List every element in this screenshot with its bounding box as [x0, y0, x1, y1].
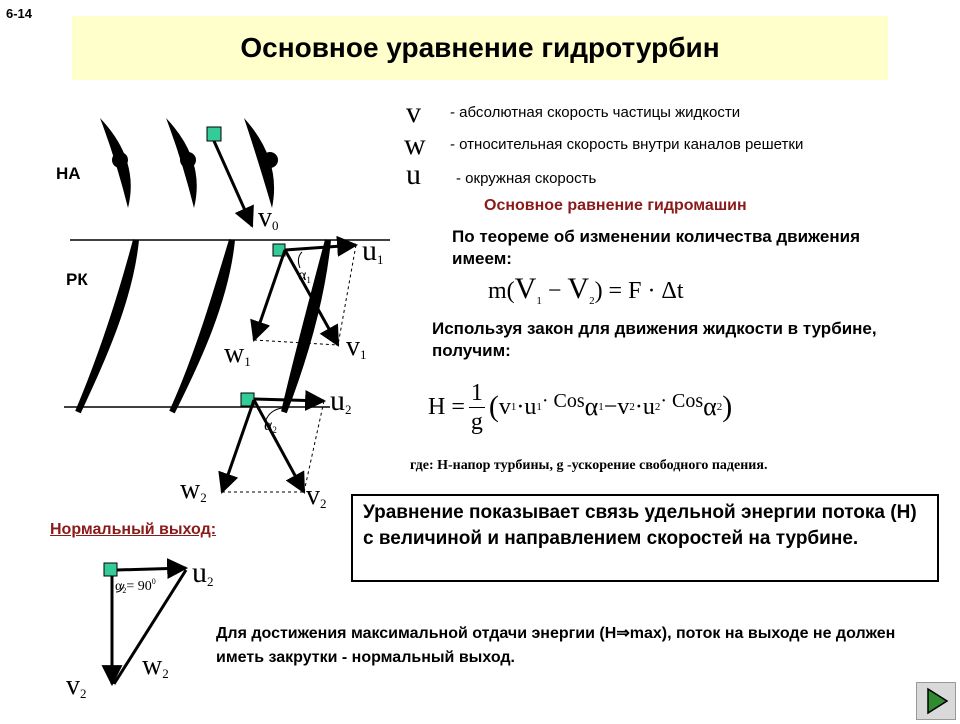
normal-u2-label: u2 — [192, 556, 214, 589]
normal-exit-square — [103, 562, 118, 577]
runner-blades — [75, 239, 331, 414]
u1-arrow — [284, 235, 359, 257]
v1-label: v1 — [346, 331, 367, 362]
label-na: НА — [56, 164, 81, 183]
runner-blade-1 — [75, 239, 139, 414]
turbine-velocity-diagram: v0 u1 α1 v1 w1 u2 α2 w2 v2 u2 α2= 900 v2… — [64, 118, 390, 700]
title-bar: Основное уравнение гидротурбин — [72, 16, 888, 80]
statement-box: Уравнение показывает связь удельной энер… — [351, 494, 939, 582]
where-text: где: H-напор турбины, g -ускорение свобо… — [410, 458, 768, 473]
guide-vane-3 — [244, 118, 275, 208]
def-text-u: - окружная скорость — [456, 170, 597, 187]
nav-play-button[interactable] — [916, 682, 956, 720]
w2-arrow — [218, 399, 256, 494]
normal-exit-label: Нормальный выход: — [50, 521, 217, 538]
u2-arrow — [253, 389, 327, 411]
runner-blade-2 — [169, 239, 235, 414]
u1-label: u1 — [362, 234, 384, 267]
page-title: Основное уравнение гидротурбин — [240, 32, 720, 63]
v2-arrow — [252, 399, 306, 494]
label-rk: РК — [66, 270, 88, 289]
max-note: Для достижения максимальной отдачи энерг… — [216, 625, 896, 666]
normal-alpha-label: α2= 900 — [115, 577, 156, 595]
alpha1-label: α1 — [298, 267, 311, 285]
normal-u2-arrow — [116, 558, 189, 580]
w2-label: w2 — [180, 474, 207, 505]
triangle-2-side — [303, 400, 325, 493]
v1-arrow — [283, 249, 340, 347]
runner-blade-3 — [281, 239, 331, 414]
momentum-intro: По теореме об изменении количества движе… — [452, 227, 860, 268]
normal-w2-label: w2 — [142, 650, 169, 681]
subtitle-main-equation: Основное равнение гидромашин — [484, 197, 747, 214]
w1-arrow — [250, 249, 287, 342]
slide-number: 6-14 — [6, 6, 33, 21]
guide-vane-pivot-3 — [262, 152, 278, 168]
play-triangle-icon — [927, 687, 949, 715]
guide-vane-pivot-1 — [112, 152, 128, 168]
def-text-w: - относительная скорость внутри каналов … — [450, 136, 804, 153]
inlet-point-square — [206, 126, 222, 142]
law-intro: Используя закон для движения жидкости в … — [432, 319, 877, 360]
guide-vane-1 — [100, 118, 131, 208]
normal-alpha-arc — [115, 583, 125, 593]
alpha2-arc — [265, 407, 283, 421]
guide-vane-pivot-2 — [180, 152, 196, 168]
def-symbol-v: v — [406, 96, 421, 129]
guide-vane-2 — [166, 118, 197, 208]
v2-label: v2 — [306, 480, 327, 511]
def-text-v: - абсолютная скорость частицы жидкости — [450, 104, 741, 121]
triangle-1-side — [337, 244, 357, 346]
alpha2-label: α2 — [264, 417, 277, 435]
v0-arrow — [212, 140, 254, 228]
triangle-1-closing — [253, 339, 339, 346]
guide-vanes — [100, 118, 278, 208]
formula-fraction: 1 g — [468, 379, 485, 435]
u2-label: u2 — [330, 384, 352, 417]
def-symbol-w: w — [404, 128, 426, 161]
def-symbol-u: u — [406, 158, 421, 191]
normal-w2-line — [112, 569, 188, 685]
alpha1-arc — [297, 251, 303, 269]
v0-label: v0 — [258, 202, 279, 233]
formula-momentum: m(V1 − V2) = F · Δt — [488, 272, 684, 307]
w1-label: w1 — [224, 338, 251, 369]
normal-v2-label: v2 — [66, 670, 87, 700]
